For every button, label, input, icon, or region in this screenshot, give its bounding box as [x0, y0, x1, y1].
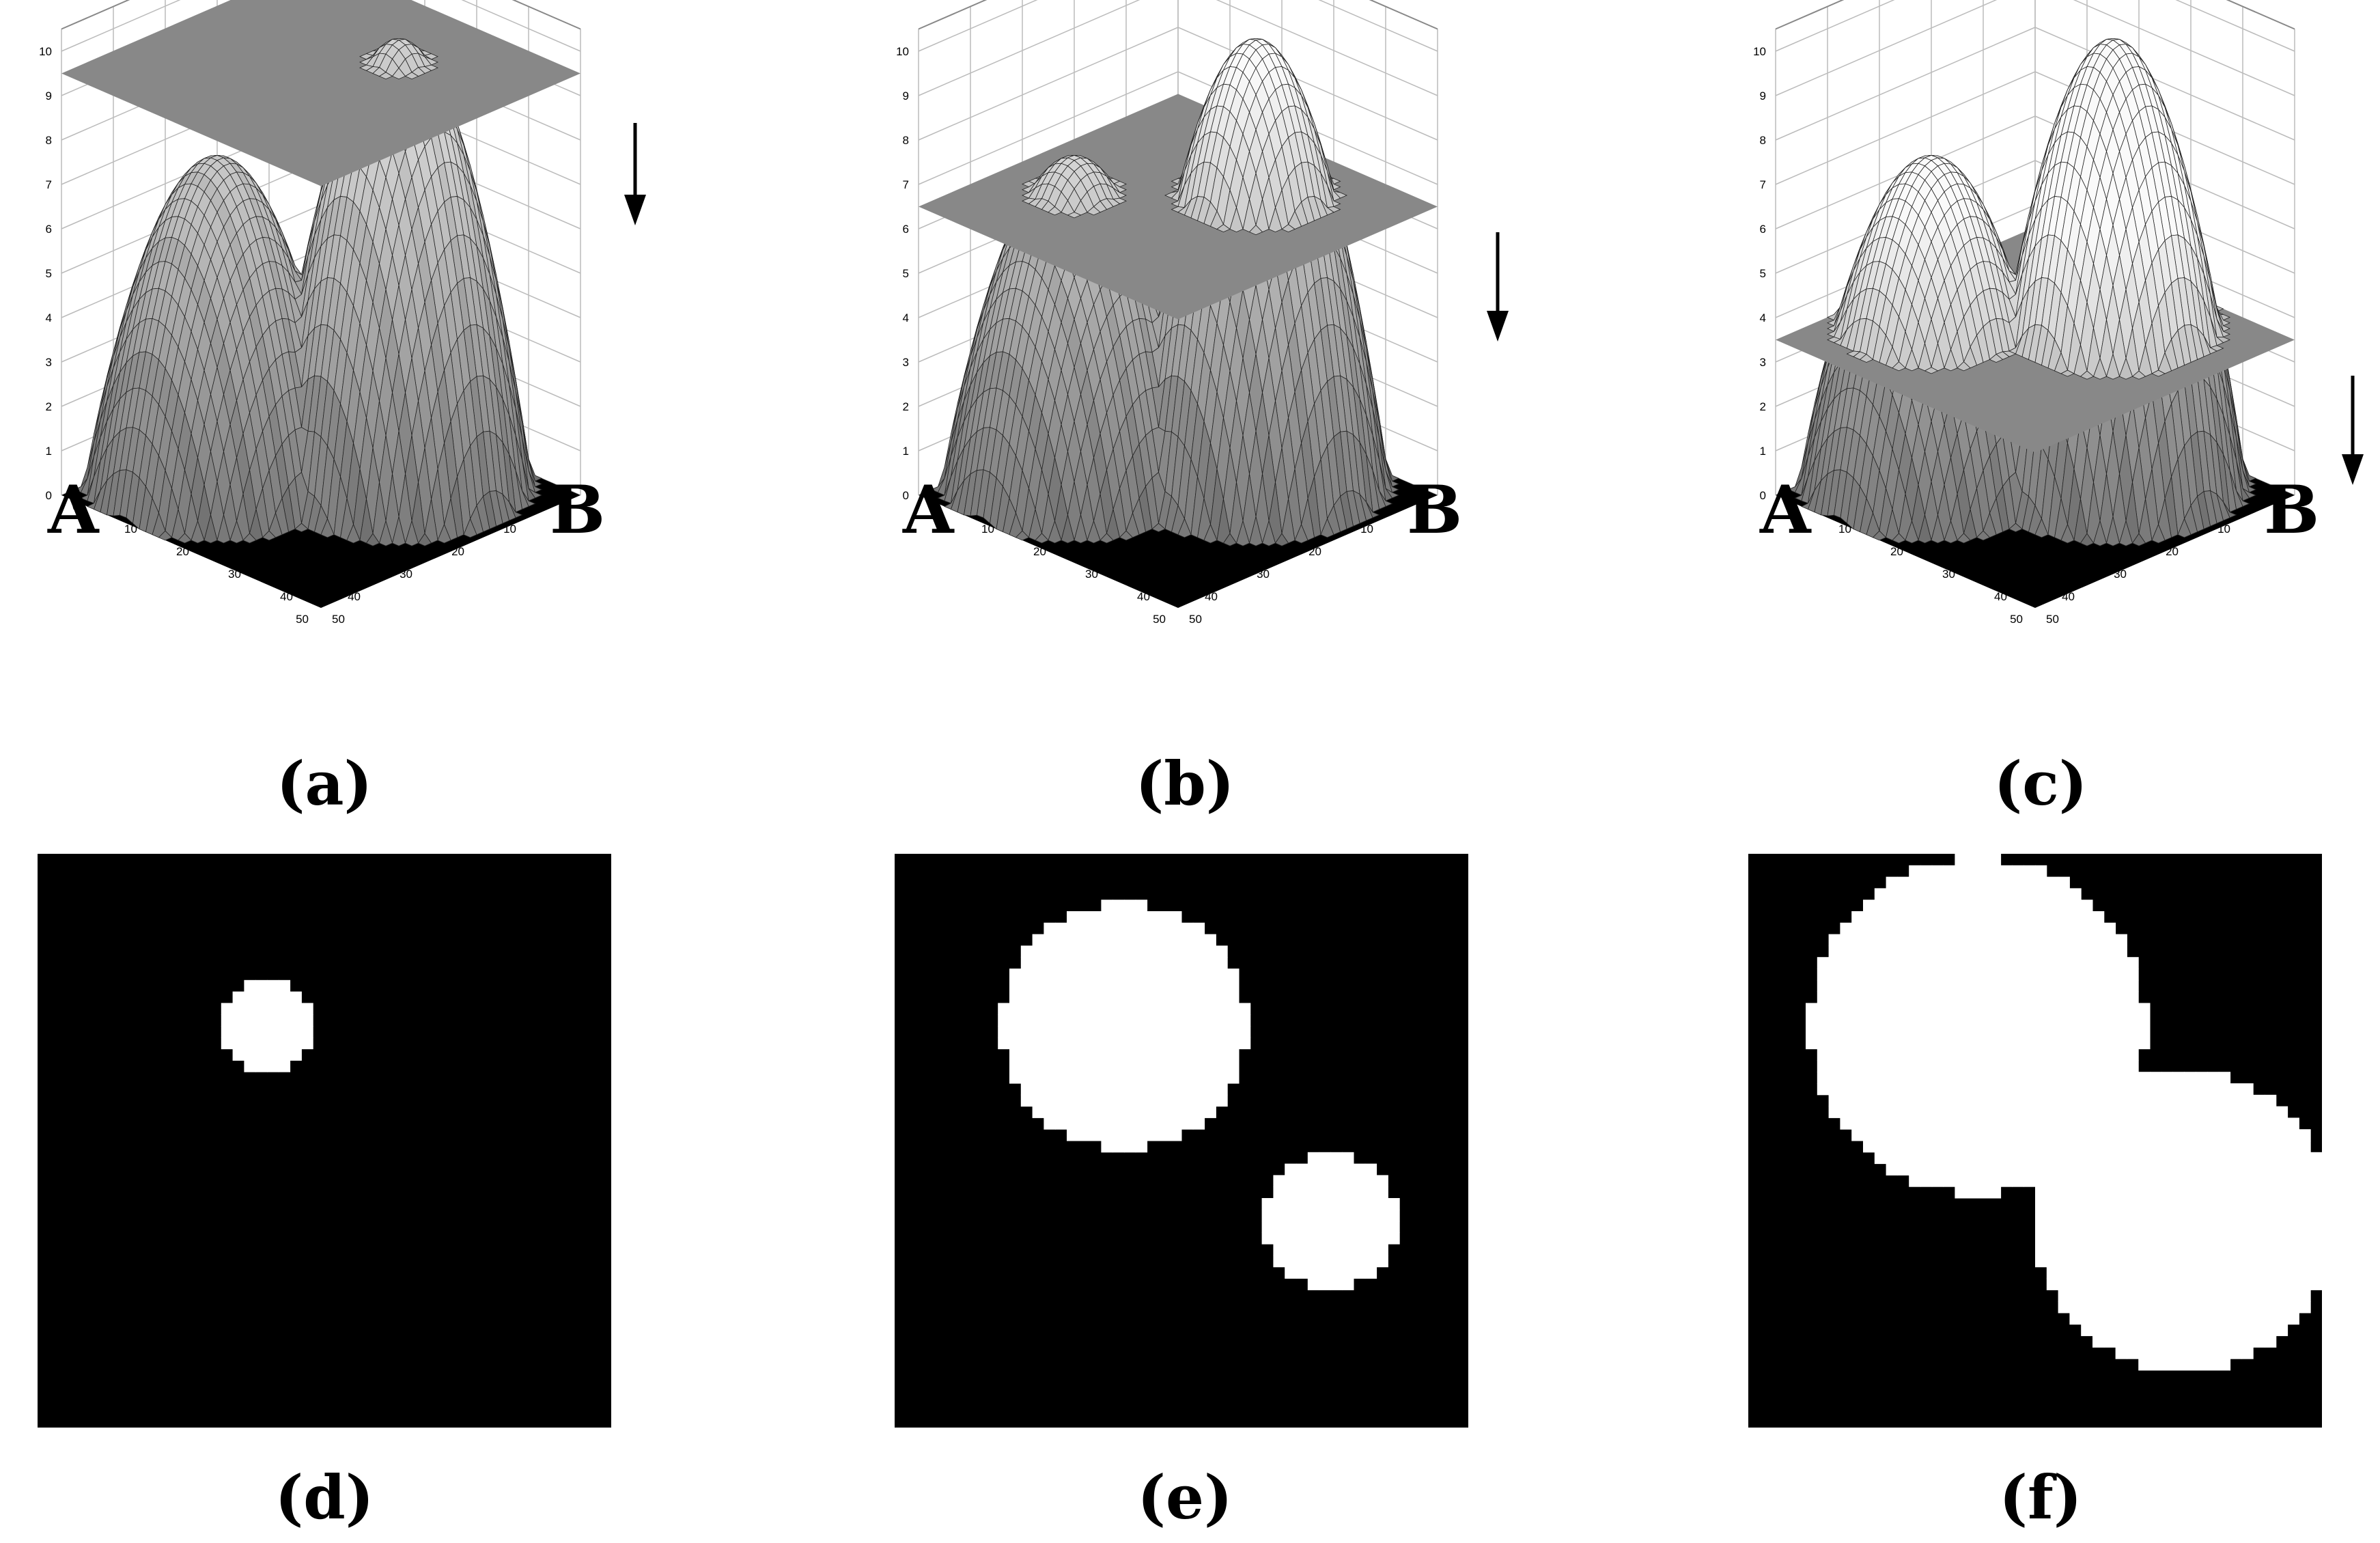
z-tick-label: 10 [39, 45, 52, 58]
z-tick-label: 9 [1760, 89, 1766, 102]
x-tick-label: 0 [1419, 500, 1425, 513]
down-arrow-icon [624, 123, 646, 225]
z-tick-label: 5 [1760, 267, 1766, 280]
z-tick-label: 7 [903, 178, 909, 191]
y-tick-label: 50 [2046, 613, 2059, 626]
z-tick-label: 6 [903, 223, 909, 236]
z-tick-label: 4 [903, 311, 909, 324]
z-tick-label: 0 [46, 489, 52, 502]
label-a-panel-b: A [903, 471, 954, 548]
y-tick-label: 50 [1189, 613, 1202, 626]
foreground-region [1806, 854, 2322, 1371]
z-tick-label: 3 [903, 356, 909, 369]
x-tick-label: 50 [2010, 613, 2023, 626]
z-tick-label: 6 [1760, 223, 1766, 236]
binary-image-d-svg [221, 979, 313, 1072]
caption-f: (f) [1999, 1462, 2082, 1533]
z-tick-label: 2 [1760, 400, 1766, 413]
caption-c: (c) [1993, 748, 2088, 819]
z-tick-label: 8 [1760, 134, 1766, 147]
caption-e: (e) [1137, 1462, 1233, 1533]
y-tick-label: 50 [332, 613, 345, 626]
z-tick-label: 2 [46, 400, 52, 413]
z-tick-label: 4 [1760, 311, 1766, 324]
label-a-panel-a: A [48, 471, 99, 548]
x-tick-label: 50 [296, 613, 309, 626]
z-tick-label: 0 [1760, 489, 1766, 502]
surface-above-plane [1021, 38, 1348, 236]
z-tick-label: 6 [46, 223, 52, 236]
x-tick-label: 50 [1153, 613, 1166, 626]
label-a-panel-c: A [1760, 471, 1811, 548]
z-tick-label: 9 [46, 89, 52, 102]
binary-image-f [1748, 854, 2322, 1428]
surface-above-plane [359, 38, 439, 80]
z-tick-label: 7 [1760, 178, 1766, 191]
caption-a: (a) [276, 748, 373, 819]
foreground-region [998, 900, 1400, 1290]
x-tick-label: 0 [2276, 500, 2282, 513]
z-tick-label: 1 [1760, 445, 1766, 458]
z-tick-label: 5 [903, 267, 909, 280]
z-tick-label: 9 [903, 89, 909, 102]
x-tick-label: 0 [562, 500, 568, 513]
binary-image-e-svg [998, 900, 1400, 1290]
binary-image-e [895, 854, 1468, 1428]
z-tick-label: 7 [46, 178, 52, 191]
y-tick-label: 0 [1787, 500, 1793, 513]
z-tick-label: 1 [46, 445, 52, 458]
z-tick-label: 1 [903, 445, 909, 458]
foreground-region [221, 979, 313, 1072]
threshold-plane [61, 0, 580, 186]
z-tick-label: 3 [46, 356, 52, 369]
down-arrow-icon [2342, 376, 2364, 485]
z-tick-label: 8 [46, 134, 52, 147]
label-b-panel-b: B [1407, 471, 1463, 548]
z-tick-label: 10 [896, 45, 909, 58]
caption-b: (b) [1135, 748, 1235, 819]
z-tick-label: 3 [1760, 356, 1766, 369]
z-tick-label: 0 [903, 489, 909, 502]
z-tick-label: 8 [903, 134, 909, 147]
label-b-panel-c: B [2264, 471, 2320, 548]
z-tick-label: 2 [903, 400, 909, 413]
down-arrow-icon [1487, 232, 1509, 342]
y-tick-label: 0 [72, 500, 79, 513]
binary-image-d [38, 854, 611, 1428]
label-b-panel-a: B [550, 471, 606, 548]
z-tick-label: 10 [1753, 45, 1766, 58]
caption-d: (d) [275, 1462, 374, 1533]
z-tick-label: 4 [46, 311, 52, 324]
y-tick-label: 0 [929, 500, 936, 513]
z-tick-label: 5 [46, 267, 52, 280]
surface-above-plane [1826, 38, 2231, 380]
binary-image-f-svg [1806, 854, 2322, 1371]
